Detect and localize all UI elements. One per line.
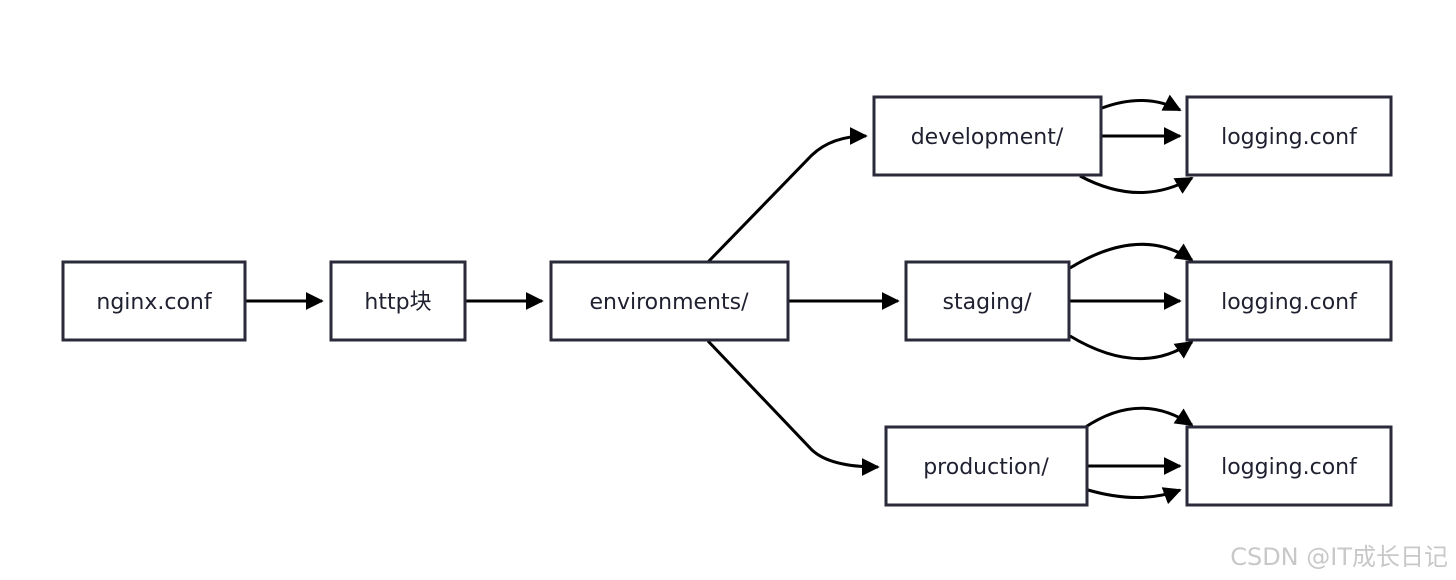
edge-staging-to-logging-1: [1069, 242, 1194, 270]
node-label: environments/: [590, 290, 750, 315]
node-production[interactable]: production/: [884, 425, 1089, 507]
node-logging-production[interactable]: logging.conf: [1185, 425, 1393, 507]
node-label: production/: [923, 455, 1049, 480]
node-logging-development[interactable]: logging.conf: [1185, 95, 1393, 177]
node-environments[interactable]: environments/: [549, 260, 790, 342]
node-label: staging/: [943, 290, 1033, 315]
node-label: logging.conf: [1221, 290, 1358, 315]
node-logging-staging[interactable]: logging.conf: [1185, 260, 1393, 342]
edge-production-to-logging-1: [1083, 406, 1194, 430]
edges: [246, 94, 1194, 505]
node-label: logging.conf: [1221, 125, 1358, 150]
node-staging[interactable]: staging/: [904, 260, 1071, 342]
node-label: logging.conf: [1221, 455, 1358, 480]
node-label: development/: [911, 125, 1064, 150]
edge-development-to-logging-1: [1101, 94, 1182, 112]
edge-environments-to-production: [706, 339, 880, 476]
node-development[interactable]: development/: [872, 95, 1103, 177]
edge-environments-to-development: [706, 127, 868, 264]
node-label: http块: [364, 290, 431, 315]
watermark: CSDN @IT成长日记: [1230, 543, 1448, 571]
edge-development-to-logging-3: [1079, 174, 1194, 194]
node-nginx-conf[interactable]: nginx.conf: [61, 260, 247, 342]
edge-staging-to-logging-3: [1069, 334, 1194, 360]
edge-production-to-logging-3: [1087, 487, 1182, 505]
node-http-block[interactable]: http块: [329, 260, 467, 342]
node-label: nginx.conf: [96, 290, 212, 315]
